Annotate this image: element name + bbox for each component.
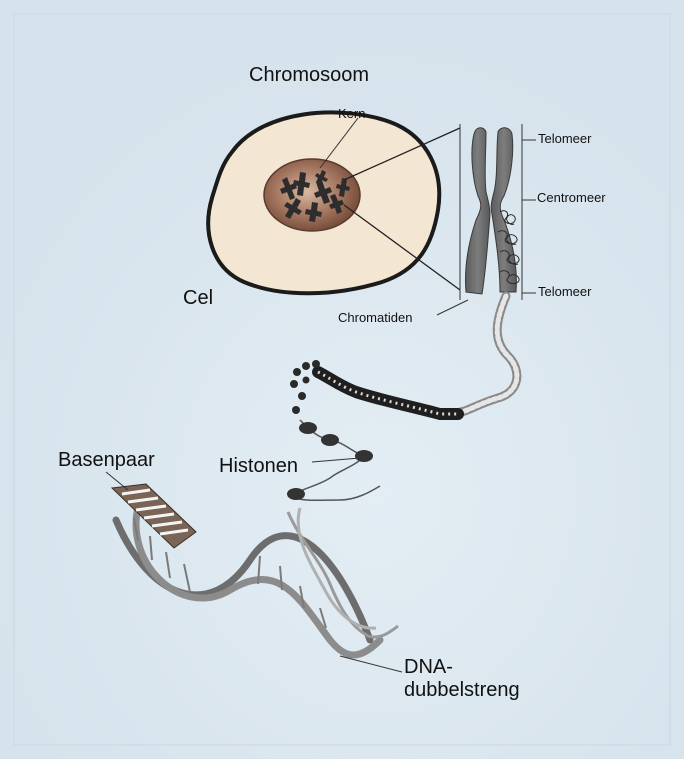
nucleus [264, 159, 360, 231]
kern-label: Kern [338, 107, 365, 122]
dna-dubbelstreng-label: DNA- dubbelstreng [404, 656, 520, 702]
cel-label: Cel [183, 287, 213, 310]
telomeer-bottom-label: Telomeer [538, 285, 591, 300]
dna-label-line1: DNA- [404, 656, 520, 679]
basenpaar-label: Basenpaar [58, 449, 155, 472]
centromeer-label: Centromeer [537, 191, 606, 206]
chromatiden-label: Chromatiden [338, 311, 412, 326]
dna-label-line2: dubbelstreng [404, 679, 520, 702]
histonen-label: Histonen [219, 455, 298, 478]
telomeer-top-label: Telomeer [538, 132, 591, 147]
chromosoom-label: Chromosoom [249, 64, 369, 87]
